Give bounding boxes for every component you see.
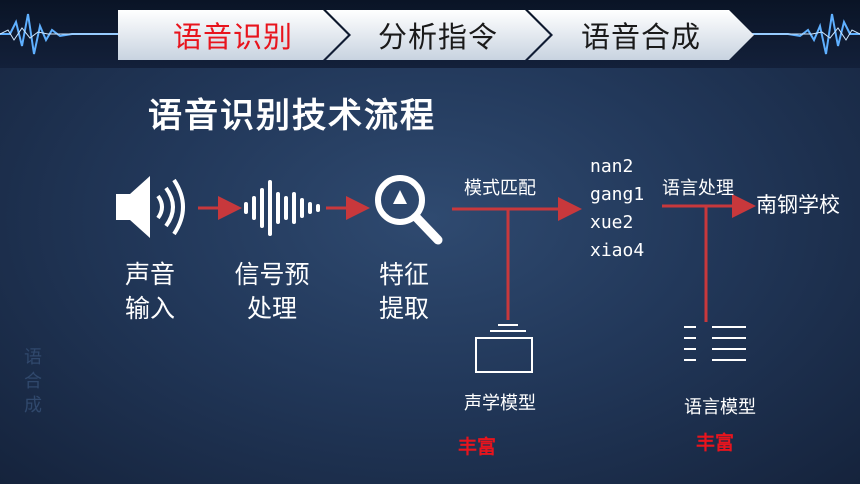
label-sound-input: 声音输入 <box>124 260 175 323</box>
pinyin-item: xue2 <box>590 212 634 233</box>
page-title: 语音识别技术流程 <box>148 96 436 136</box>
speaker-icon <box>116 176 185 238</box>
language-model-icon <box>684 326 746 361</box>
tab-analyze-command[interactable]: 分析指令 <box>326 10 550 60</box>
recognition-result: 南钢学校 <box>756 193 840 217</box>
side-vertical-text: 语合成 <box>24 347 42 416</box>
tab-label: 语音合成 <box>580 20 701 54</box>
sound-wave-decoration-right <box>740 13 860 55</box>
pinyin-item: gang1 <box>590 184 645 205</box>
tab-speech-synthesis[interactable]: 语音合成 <box>528 10 754 60</box>
header-bar: 语音识别 分析指令 语音合成 <box>0 0 860 68</box>
tab-label: 分析指令 <box>377 20 498 54</box>
sound-wave-decoration-left <box>0 13 120 55</box>
tab-speech-recognition[interactable]: 语音识别 <box>118 10 348 60</box>
label-rich-acoustic: 丰富 <box>458 436 497 458</box>
pinyin-list: nan2 gang1 xue2 xiao4 <box>590 153 644 265</box>
pinyin-item: xiao4 <box>590 240 645 261</box>
label-language-processing: 语言处理 <box>662 178 734 199</box>
label-pattern-match: 模式匹配 <box>464 178 536 199</box>
label-feature-extract: 特征提取 <box>378 260 429 323</box>
waveform-icon <box>244 180 320 236</box>
pinyin-item: nan2 <box>590 156 634 177</box>
magnifier-icon <box>375 175 443 245</box>
tab-label: 语音识别 <box>172 20 293 54</box>
label-signal-preprocess: 信号预处理 <box>234 260 310 323</box>
label-language-model: 语言模型 <box>684 397 756 418</box>
acoustic-model-icon <box>475 324 533 373</box>
label-acoustic-model: 声学模型 <box>464 393 536 414</box>
label-rich-language: 丰富 <box>696 432 735 454</box>
